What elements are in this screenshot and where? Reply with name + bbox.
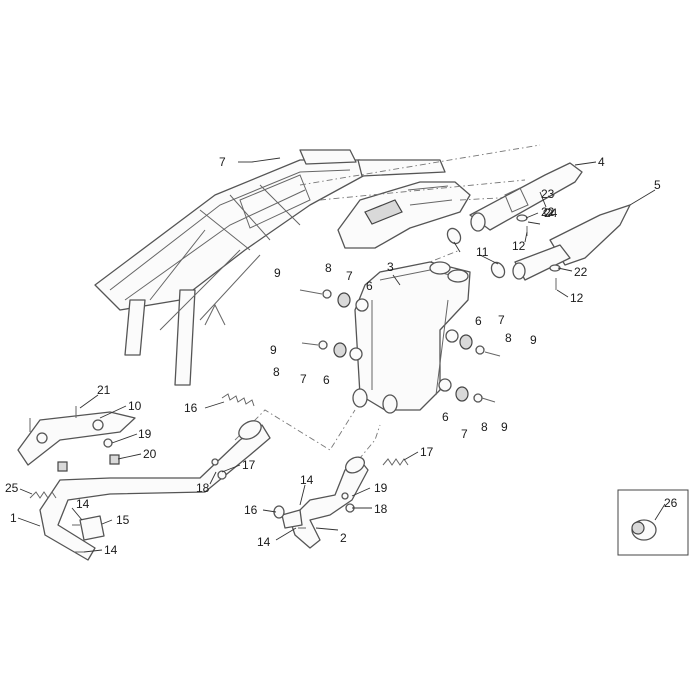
rear-frame bbox=[94, 149, 446, 386]
part-26-inset bbox=[617, 489, 689, 556]
callout-7-d: 7 bbox=[461, 427, 468, 441]
callout-7-b: 7 bbox=[300, 372, 307, 386]
callout-labels: 7 4 5 3 11 23 22 24 12 22 12 9 8 7 6 9 8… bbox=[5, 155, 678, 557]
callout-7-a: 7 bbox=[346, 269, 353, 283]
springs bbox=[29, 393, 409, 499]
pipe-hardware bbox=[72, 458, 355, 553]
callout-18-a: 18 bbox=[196, 481, 210, 495]
callout-3: 3 bbox=[387, 260, 394, 274]
part-5-end-cap bbox=[512, 204, 631, 281]
callout-18-b: 19 bbox=[374, 481, 388, 495]
mount-hardware bbox=[299, 289, 501, 403]
callout-4: 4 bbox=[598, 155, 605, 169]
assembly-lines bbox=[234, 144, 556, 471]
callout-1: 1 bbox=[10, 511, 17, 525]
callout-14-c: 14 bbox=[300, 473, 314, 487]
callout-12-lower: 12 bbox=[570, 291, 584, 305]
callout-14-d: 14 bbox=[257, 535, 271, 549]
callout-26: 26 bbox=[664, 496, 678, 510]
callout-6-b: 6 bbox=[323, 373, 330, 387]
callout-6-a: 6 bbox=[366, 279, 373, 293]
callout-25: 25 bbox=[5, 481, 19, 495]
part-1-header-pipe bbox=[39, 420, 271, 561]
callout-14-a: 14 bbox=[76, 497, 90, 511]
part-10-heat-shield bbox=[17, 406, 136, 472]
callout-8-c: 8 bbox=[505, 331, 512, 345]
part-4-upper-tailpipe bbox=[469, 162, 583, 232]
callout-15-a: 15 bbox=[116, 513, 130, 527]
callout-6-c: 6 bbox=[475, 314, 482, 328]
callout-23: 23 bbox=[541, 187, 555, 201]
callout-24: 24 bbox=[544, 206, 558, 220]
callout-17-a: 17 bbox=[242, 458, 256, 472]
callout-21: 21 bbox=[97, 383, 111, 397]
leader-lines bbox=[17, 157, 666, 553]
callout-16-b: 17 bbox=[420, 445, 434, 459]
callout-19: 19 bbox=[138, 427, 152, 441]
callout-9-b: 9 bbox=[270, 343, 277, 357]
callout-17-b: 18 bbox=[374, 502, 388, 516]
callout-9-c: 9 bbox=[530, 333, 537, 347]
callout-8-a: 8 bbox=[325, 261, 332, 275]
callout-22-lower: 22 bbox=[574, 265, 588, 279]
callout-14-b: 14 bbox=[104, 543, 118, 557]
part-2-link-pipe bbox=[281, 456, 369, 549]
callout-9-d: 9 bbox=[501, 420, 508, 434]
callout-12-upper: 12 bbox=[512, 239, 526, 253]
callout-2: 2 bbox=[340, 531, 347, 545]
callout-7-c: 7 bbox=[498, 313, 505, 327]
callout-8-d: 8 bbox=[481, 420, 488, 434]
callout-13: 7 bbox=[219, 155, 226, 169]
callout-16-a: 16 bbox=[184, 401, 198, 415]
callout-10: 10 bbox=[128, 399, 142, 413]
tail-fairing bbox=[337, 181, 471, 249]
tailpipe-hardware bbox=[516, 208, 561, 290]
callout-22-upper: 22 bbox=[541, 205, 555, 219]
clamp-rings-11 bbox=[446, 227, 506, 279]
callout-11: 11 bbox=[476, 245, 489, 259]
part-3-silencer bbox=[352, 261, 471, 414]
callout-8-b: 8 bbox=[273, 365, 280, 379]
callout-6-d: 6 bbox=[442, 410, 449, 424]
callout-20: 20 bbox=[143, 447, 157, 461]
callout-15-b: 16 bbox=[244, 503, 258, 517]
callout-5: 5 bbox=[654, 178, 661, 192]
callout-9-a: 9 bbox=[274, 266, 281, 280]
